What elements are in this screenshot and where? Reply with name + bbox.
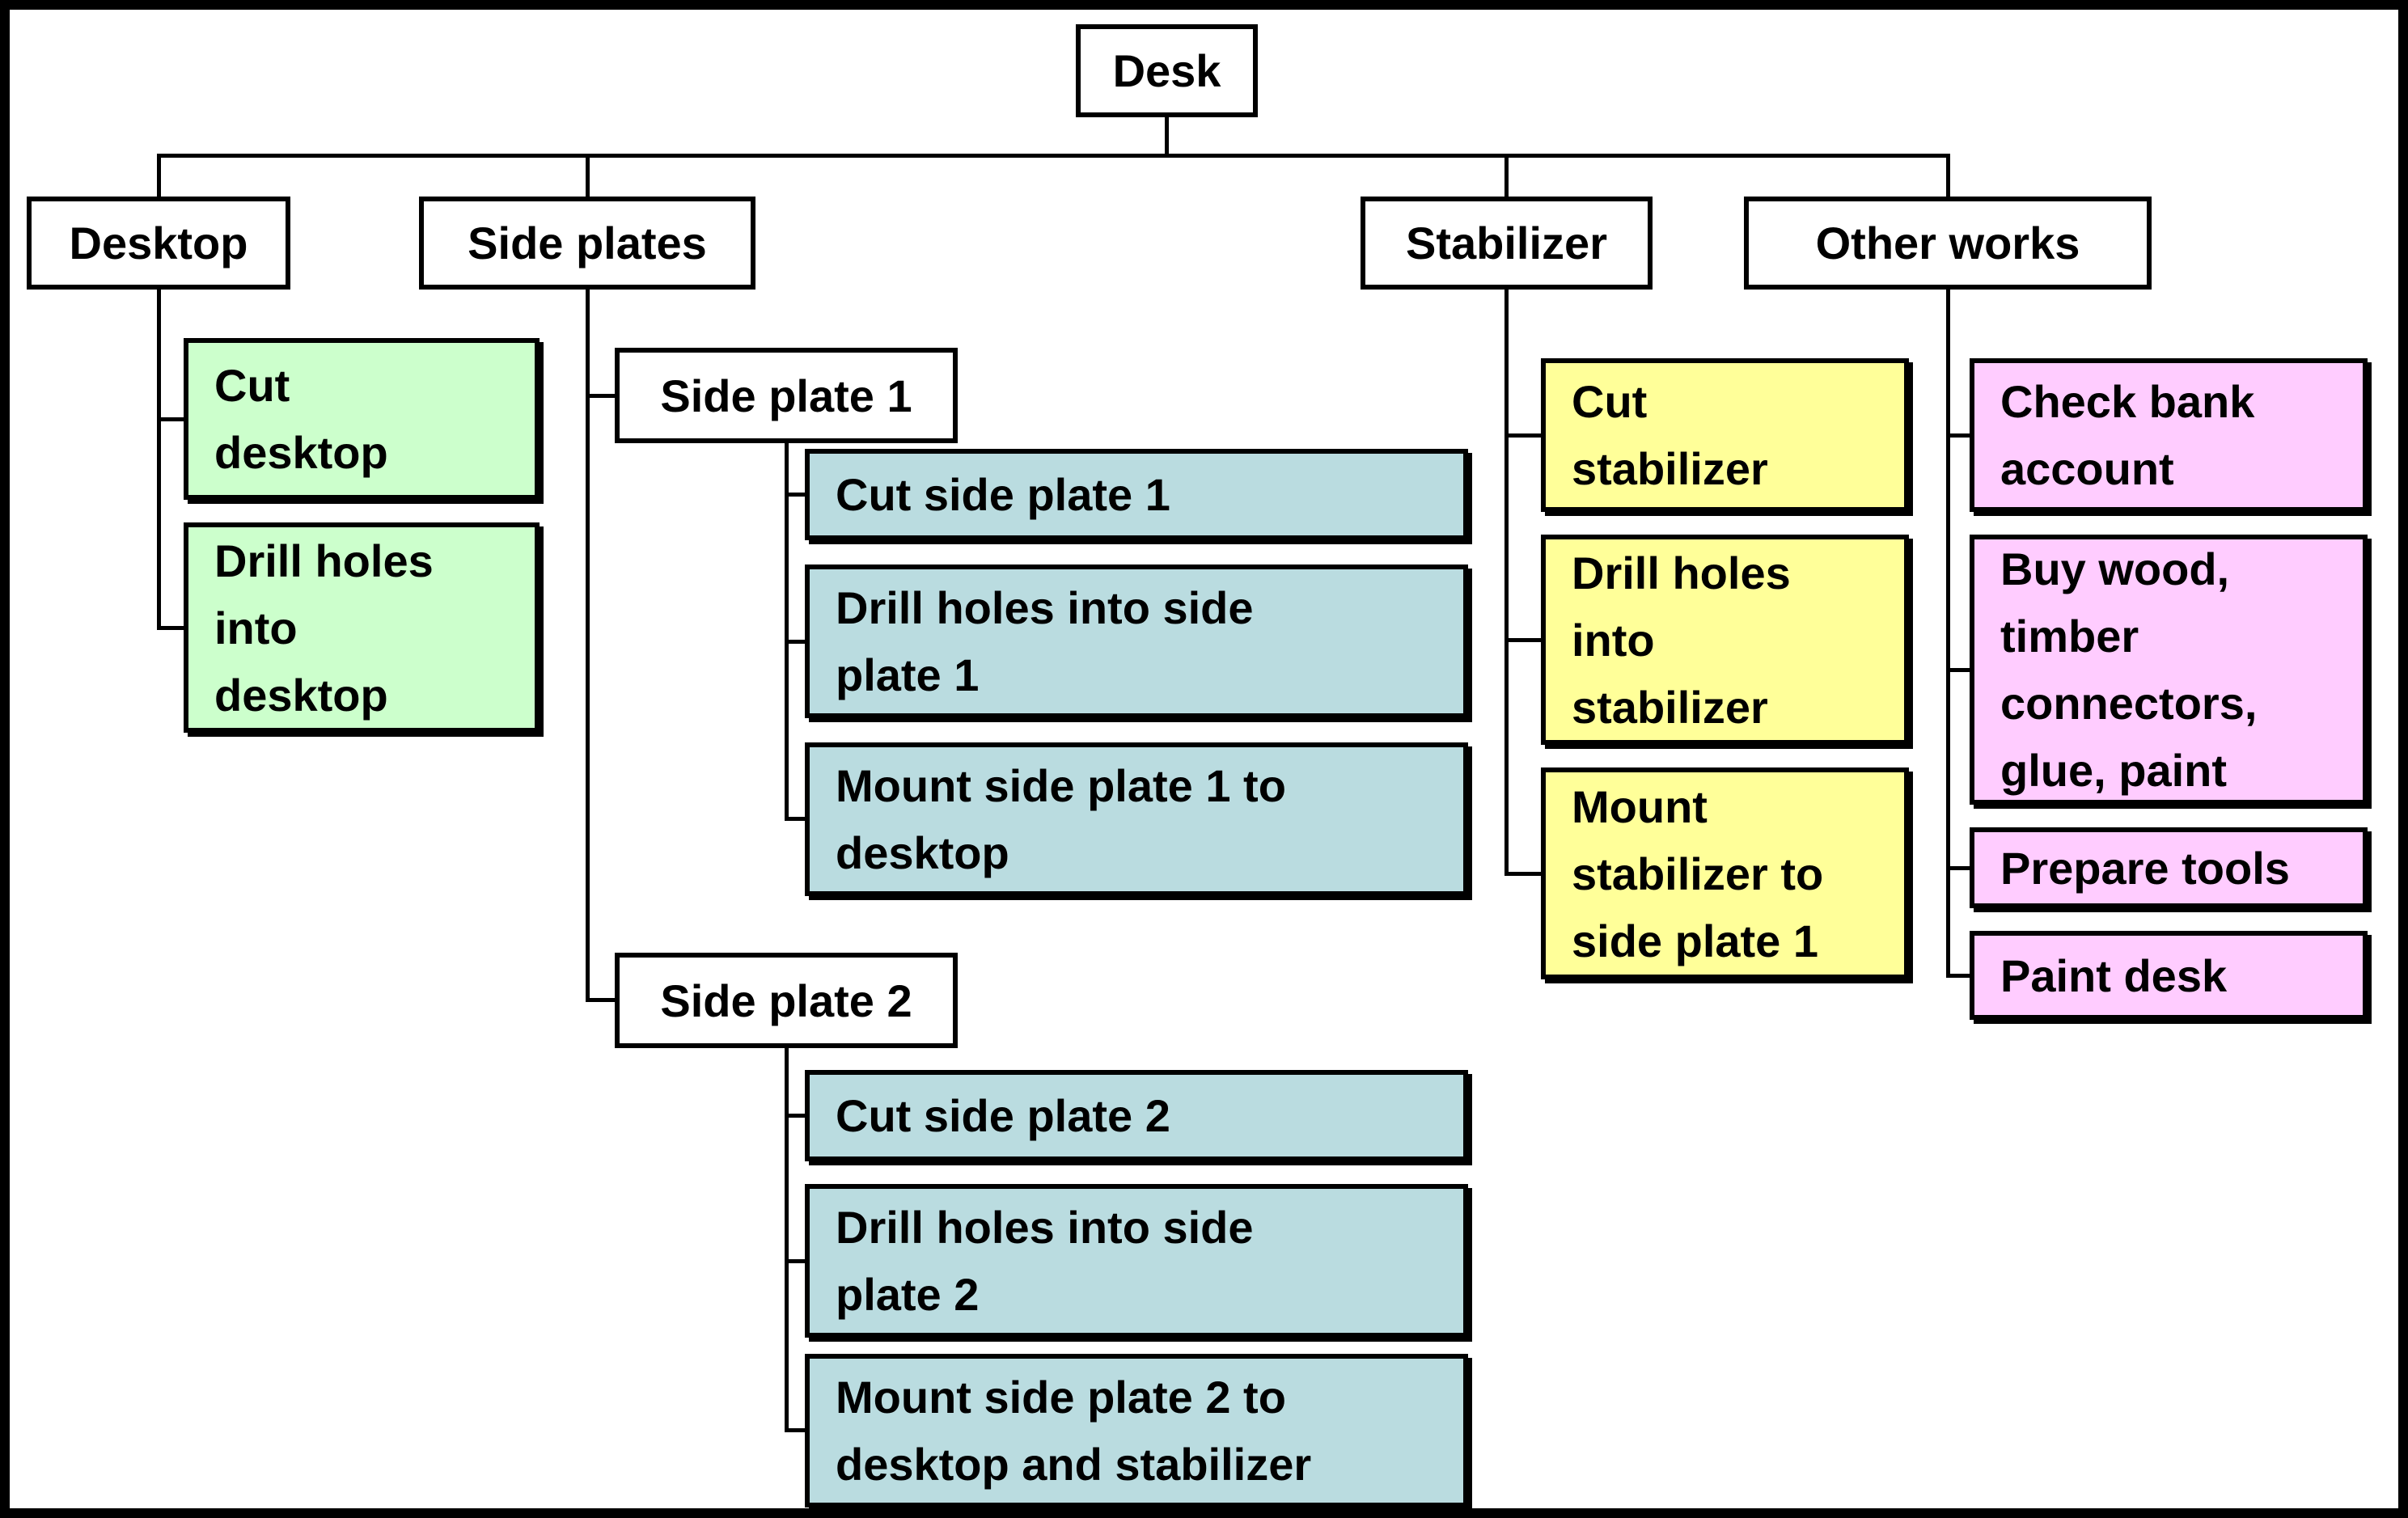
task-drill-holes-into-stabilizer: Drill holes into stabilizer xyxy=(1541,535,1909,745)
connector-root-drop xyxy=(1165,116,1169,155)
task-cut-side-plate-1: Cut side plate 1 xyxy=(805,449,1468,540)
connector-side-plate-2-trunk xyxy=(785,1048,789,1432)
connector-mount-stab-stub xyxy=(1504,872,1543,876)
connector-side-plates-drop xyxy=(586,154,590,198)
connector-check-bank-stub xyxy=(1946,433,1970,438)
task-cut-side-plate-2: Cut side plate 2 xyxy=(805,1070,1468,1161)
task-mount-side-plate-2: Mount side plate 2 to desktop and stabil… xyxy=(805,1354,1468,1507)
connector-level2-bus xyxy=(157,154,1950,158)
connector-side-plate-1-stub xyxy=(586,394,616,398)
task-drill-holes-into-side-plate-1: Drill holes into side plate 1 xyxy=(805,564,1468,718)
task-buy-wood-materials: Buy wood, timber connectors, glue, paint xyxy=(1970,535,2368,805)
connector-buy-wood-stub xyxy=(1946,668,1970,672)
connector-stabilizer-drop xyxy=(1504,154,1509,198)
connector-other-works-drop xyxy=(1946,154,1950,198)
connector-drill-desktop-stub xyxy=(157,626,184,630)
connector-drill-stab-stub xyxy=(1504,638,1543,642)
task-mount-side-plate-1: Mount side plate 1 to desktop xyxy=(805,742,1468,896)
connector-desktop-drop xyxy=(157,154,161,198)
connector-side-plates-trunk xyxy=(586,290,590,1002)
connector-mount-sp2-stub xyxy=(785,1428,806,1432)
box-desk-root: Desk xyxy=(1076,24,1258,117)
box-desktop: Desktop xyxy=(27,197,290,290)
connector-cut-desktop-stub xyxy=(157,417,184,421)
connector-prepare-tools-stub xyxy=(1946,866,1970,870)
task-check-bank-account: Check bank account xyxy=(1970,358,2368,512)
box-side-plates: Side plates xyxy=(419,197,755,290)
task-drill-holes-into-side-plate-2: Drill holes into side plate 2 xyxy=(805,1184,1468,1338)
connector-cut-sp2-stub xyxy=(785,1114,806,1118)
connector-side-plate-1-trunk xyxy=(785,443,789,821)
connector-stabilizer-trunk xyxy=(1504,290,1509,876)
connector-side-plate-2-stub xyxy=(586,998,616,1002)
task-mount-stabilizer: Mount stabilizer to side plate 1 xyxy=(1541,767,1909,979)
task-cut-stabilizer: Cut stabilizer xyxy=(1541,358,1909,512)
task-paint-desk: Paint desk xyxy=(1970,931,2368,1020)
connector-drill-sp1-stub xyxy=(785,640,806,644)
box-stabilizer: Stabilizer xyxy=(1361,197,1653,290)
connector-other-works-trunk xyxy=(1946,290,1950,978)
task-drill-holes-into-desktop: Drill holes into desktop xyxy=(184,522,540,733)
task-prepare-tools: Prepare tools xyxy=(1970,827,2368,908)
task-cut-desktop: Cut desktop xyxy=(184,338,540,500)
connector-cut-stab-stub xyxy=(1504,433,1543,438)
box-other-works: Other works xyxy=(1744,197,2152,290)
connector-mount-sp1-stub xyxy=(785,817,806,821)
box-side-plate-2: Side plate 2 xyxy=(615,953,958,1048)
box-side-plate-1: Side plate 1 xyxy=(615,348,958,443)
connector-cut-sp1-stub xyxy=(785,493,806,497)
connector-desktop-trunk xyxy=(157,290,161,630)
connector-paint-desk-stub xyxy=(1946,974,1970,978)
connector-drill-sp2-stub xyxy=(785,1259,806,1263)
